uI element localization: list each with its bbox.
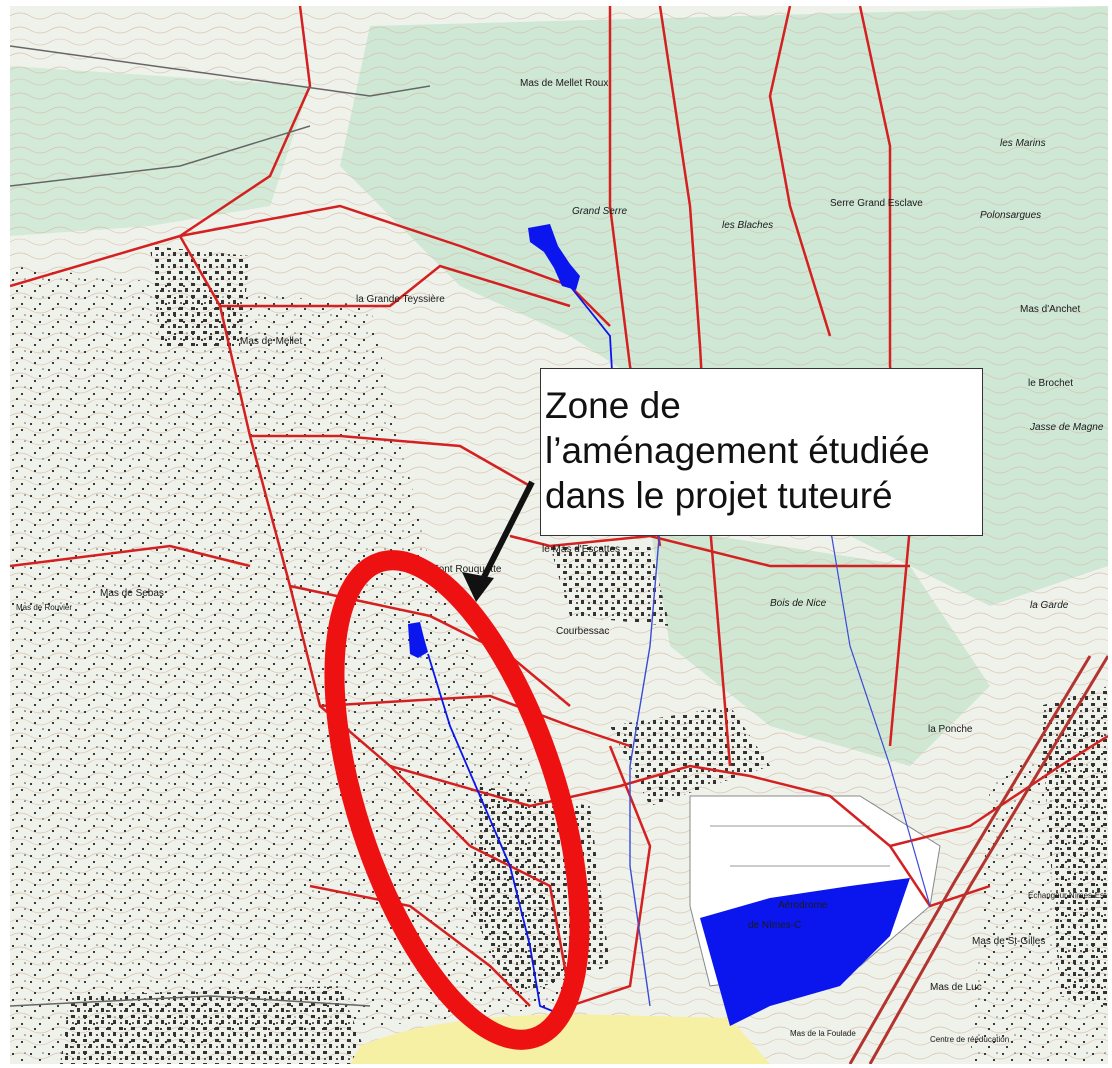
place-bois-de-nice: Bois de Nice: [770, 598, 827, 609]
place-mas-d-anchet: Mas d'Anchet: [1020, 304, 1080, 315]
basin-north: [528, 224, 580, 290]
place-mas-de-mellet: Mas de Mellet: [240, 336, 302, 347]
place-les-blaches: les Blaches: [722, 220, 773, 231]
place-la-garde: la Garde: [1030, 600, 1069, 611]
place-les-marins: les Marins: [1000, 138, 1046, 149]
place-la-ponche: la Ponche: [928, 724, 973, 735]
scattered-habitation: [10, 266, 1108, 1064]
place-mas-d-escattes: le Mas d'Escattes: [542, 544, 620, 555]
place-le-brochet: le Brochet: [1028, 378, 1073, 389]
water-bodies: [408, 224, 931, 1026]
callout-line-1: Zone de: [545, 385, 681, 426]
place-jasse-de-magne: Jasse de Magne: [1029, 422, 1104, 433]
callout-line-2: l’aménagement étudiée: [545, 430, 930, 471]
highway: [848, 655, 1108, 1064]
place-aerodrome: Aérodrome: [778, 900, 828, 911]
place-de-nimes: de Nîmes-C: [748, 920, 801, 931]
rail-lines: [10, 45, 431, 1007]
callout-line-3: dans le projet tuteuré: [545, 475, 893, 516]
basin-west: [408, 622, 428, 658]
place-mas-de-luc: Mas de Luc: [930, 982, 982, 993]
place-echangeur: Échangeur Nîmes-Est: [1028, 891, 1107, 900]
place-polonsargues: Polonsargues: [980, 210, 1041, 221]
basin-south-east: [700, 878, 910, 1026]
place-labels: Mas de Mellet Roux Grand Serre les Blach…: [16, 78, 1107, 1044]
study-zone-ellipse: [324, 550, 590, 1050]
place-mas-de-st-gilles: Mas de St-Gilles: [972, 936, 1045, 947]
place-grand-serre: Grand Serre: [572, 206, 627, 217]
place-la-font-rouquette: la Font Rouquette: [422, 564, 502, 575]
place-serre-grand-esclave: Serre Grand Esclave: [830, 198, 923, 209]
place-mas-de-la-foulade: Mas de la Foulade: [790, 1029, 856, 1038]
place-courbessac: Courbessac: [556, 626, 609, 637]
topographic-map: Mas de Mellet Roux Grand Serre les Blach…: [10, 6, 1108, 1064]
place-mas-de-rouvier: Mas de Rouvier: [16, 603, 72, 612]
place-mas-de-mellet-roux: Mas de Mellet Roux: [520, 78, 608, 89]
place-mas-de-sebas: Mas de Sebas: [100, 588, 164, 599]
place-centre-de-reeducation: Centre de rééducation: [930, 1035, 1009, 1044]
place-la-grande-teyssiere: la Grande Teyssière: [356, 294, 445, 305]
callout-label: Zone de l’aménagement étudiée dans le pr…: [540, 368, 983, 536]
callout-arrow: [462, 480, 535, 602]
yellow-zone: [350, 1014, 770, 1064]
